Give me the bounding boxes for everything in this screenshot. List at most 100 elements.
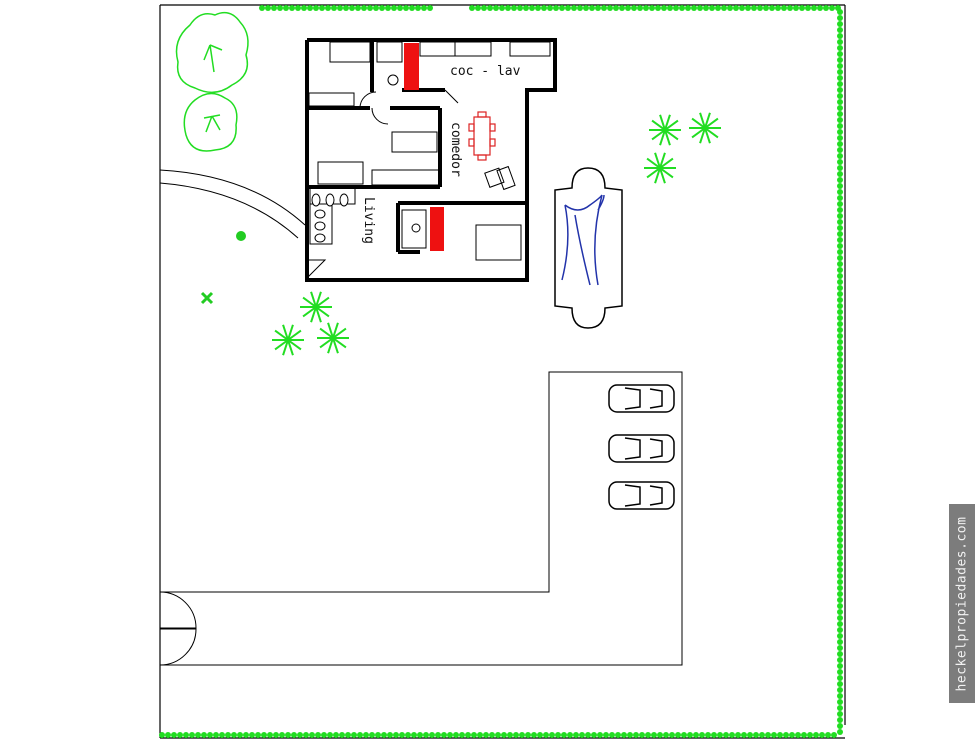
hedge-dot xyxy=(837,189,843,195)
hedge-dot xyxy=(837,591,843,597)
hedge-dot xyxy=(837,513,843,519)
hedge-dot xyxy=(511,5,517,11)
hedge-dot xyxy=(837,231,843,237)
hedge-dot xyxy=(837,15,843,21)
car-icon xyxy=(608,384,675,413)
hedge-dot xyxy=(423,732,429,738)
hedge-dot xyxy=(735,732,741,738)
hedge-dot xyxy=(837,495,843,501)
hedge-dot xyxy=(601,5,607,11)
hedge-dot xyxy=(589,5,595,11)
hedge-dot xyxy=(771,732,777,738)
hedge-dot xyxy=(277,5,283,11)
hedge-dot xyxy=(375,732,381,738)
hedge-dot xyxy=(403,5,409,11)
hedge-dot xyxy=(837,435,843,441)
hedge-dot xyxy=(273,732,279,738)
hedge-dot xyxy=(307,5,313,11)
hedge-dot xyxy=(549,732,555,738)
hedge-dot xyxy=(715,5,721,11)
hedge-dot xyxy=(429,732,435,738)
hedge-dot xyxy=(399,732,405,738)
hedge-dot xyxy=(837,615,843,621)
watermark: heckelpropiedades.com xyxy=(949,504,975,703)
hedge-dot xyxy=(783,732,789,738)
hedge-dot xyxy=(577,5,583,11)
hedge-dot xyxy=(231,732,237,738)
hedge-dot xyxy=(385,5,391,11)
hedge-dot xyxy=(769,5,775,11)
hedge-dot xyxy=(387,732,393,738)
hedge-dot xyxy=(837,81,843,87)
hedge-dot xyxy=(747,732,753,738)
hedge-dot xyxy=(607,5,613,11)
hedge-dot xyxy=(537,732,543,738)
hedge-dot xyxy=(837,147,843,153)
hedge-dot xyxy=(837,273,843,279)
hedge-dot xyxy=(781,5,787,11)
hedge-dot xyxy=(507,732,513,738)
hedge-dot xyxy=(759,732,765,738)
hedge-dot xyxy=(489,732,495,738)
hedge-dot xyxy=(679,5,685,11)
hedge-dot xyxy=(261,732,267,738)
hedge-dot xyxy=(837,255,843,261)
hedge-dot xyxy=(171,732,177,738)
hedge-dot xyxy=(837,681,843,687)
hedge-dot xyxy=(663,732,669,738)
hedge-dot xyxy=(301,5,307,11)
hedge-dot xyxy=(807,732,813,738)
hedge-dot xyxy=(837,699,843,705)
hedge-dot xyxy=(751,5,757,11)
hedge-dot xyxy=(447,732,453,738)
hedge-dot xyxy=(837,561,843,567)
hedge-dot xyxy=(541,5,547,11)
hedge-dot xyxy=(801,732,807,738)
hedge-dot xyxy=(837,333,843,339)
dining-table-icon xyxy=(468,111,496,161)
hedge-dot xyxy=(397,5,403,11)
hedge-dot xyxy=(837,729,843,735)
hedge-dot xyxy=(837,441,843,447)
hedge-dot xyxy=(639,732,645,738)
hedge-dot xyxy=(837,57,843,63)
hedge-dot xyxy=(675,732,681,738)
hedge-dot xyxy=(837,135,843,141)
hedge-dot xyxy=(625,5,631,11)
hedge-dot xyxy=(291,732,297,738)
hedge-dot xyxy=(837,687,843,693)
hedge-dot xyxy=(615,732,621,738)
hedge-dot xyxy=(837,279,843,285)
hedge-dot xyxy=(765,732,771,738)
hedge-dot xyxy=(255,732,261,738)
palm-tree-icon xyxy=(272,324,304,356)
hedge-dot xyxy=(837,21,843,27)
hedge-dot xyxy=(459,732,465,738)
hedge-dot xyxy=(799,5,805,11)
hedge-dot xyxy=(757,5,763,11)
hedge-dot xyxy=(637,5,643,11)
hedge-dot xyxy=(681,732,687,738)
hedge-dot xyxy=(837,141,843,147)
hedge-dot xyxy=(837,387,843,393)
hedge-dot xyxy=(559,5,565,11)
hedge-dot xyxy=(837,393,843,399)
hedge-dot xyxy=(837,705,843,711)
hedge-dot xyxy=(837,663,843,669)
hedge-dot xyxy=(709,5,715,11)
hedge-dot xyxy=(837,483,843,489)
hedge-dot xyxy=(523,5,529,11)
hedge-dot xyxy=(303,732,309,738)
hedge-dot xyxy=(249,732,255,738)
hedge-dot xyxy=(837,171,843,177)
hedge-dot xyxy=(535,5,541,11)
hedge-dot xyxy=(417,732,423,738)
car-icon xyxy=(608,434,675,463)
hedge-dot xyxy=(427,5,433,11)
hedge-dot xyxy=(831,732,837,738)
palm-icons xyxy=(272,112,721,356)
hedge-dot xyxy=(379,5,385,11)
hedge-dot xyxy=(829,5,835,11)
hedge-dot xyxy=(501,732,507,738)
